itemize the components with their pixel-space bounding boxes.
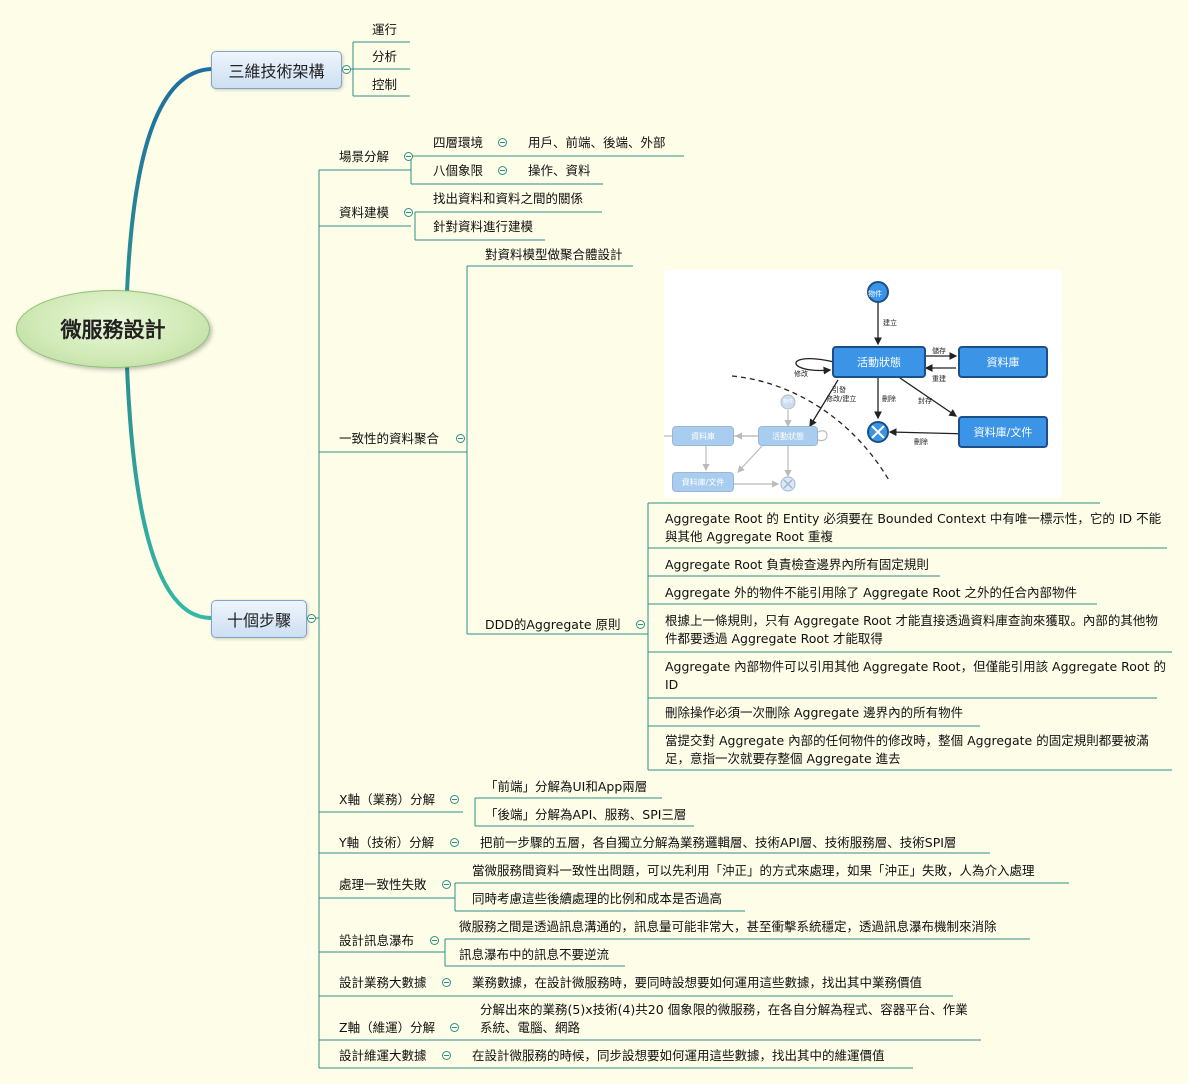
collapse-toggle-icon[interactable] <box>404 152 413 161</box>
collapse-toggle-icon[interactable] <box>636 620 645 629</box>
edge-label: 建立 <box>883 319 897 327</box>
diagram-ghost-active: 活動狀態 <box>758 426 818 446</box>
biz-data-detail[interactable]: 業務數據，在設計微服務時，要同時設想要如何運用這些數據，找出其中業務價值 <box>472 975 923 990</box>
collapse-toggle-icon[interactable] <box>498 166 507 175</box>
edge-label: 刪除 <box>914 438 928 446</box>
architecture-item[interactable]: 分析 <box>372 49 398 64</box>
collapse-toggle-icon[interactable] <box>404 208 413 217</box>
step-biz-data[interactable]: 設計業務大數據 <box>339 975 427 990</box>
collapse-toggle-icon[interactable] <box>456 434 465 443</box>
y-axis-detail[interactable]: 把前一步驟的五層，各自獨立分解為業務邏輯層、技術API層、技術服務層、技術SPI… <box>480 835 957 850</box>
scene-item[interactable]: 四層環境 <box>433 135 484 150</box>
waterfall-item[interactable]: 微服務之間是透過訊息溝通的，訊息量可能非常大，甚至衝擊系統穩定，透過訊息瀑布機制… <box>459 919 997 934</box>
ddd-principles[interactable]: DDD的Aggregate 原則 <box>485 617 621 632</box>
collapse-toggle-icon[interactable] <box>450 795 459 804</box>
aggregate-design[interactable]: 對資料模型做聚合體設計 <box>485 247 623 262</box>
step-consistency[interactable]: 處理一致性失敗 <box>339 877 427 892</box>
step-waterfall[interactable]: 設計訊息瀑布 <box>339 933 415 948</box>
collapse-toggle-icon[interactable] <box>442 880 451 889</box>
scene-item[interactable]: 八個象限 <box>433 163 484 178</box>
collapse-toggle-icon[interactable] <box>450 838 459 847</box>
edge-label: 封存 <box>918 397 932 405</box>
collapse-toggle-icon[interactable] <box>430 936 439 945</box>
edge-label: 儲存 <box>932 347 946 355</box>
ddd-rule[interactable]: Aggregate Root 的 Entity 必須要在 Bounded Con… <box>665 511 1162 544</box>
aggregate-state-diagram: 物件 活動狀態 資料庫 資料庫/文件 資料庫 活動狀態 資料庫/文件 物件 建立… <box>664 270 1062 498</box>
diagram-database-file: 資料庫/文件 <box>958 416 1048 448</box>
ddd-rule[interactable]: Aggregate 外的物件不能引用除了 Aggregate Root 之外的任… <box>665 585 1078 600</box>
consistency-item[interactable]: 當微服務間資料一致性出問題，可以先利用「沖正」的方式來處理，如果「沖正」失敗，人… <box>472 863 1035 878</box>
step-scene[interactable]: 場景分解 <box>339 149 390 164</box>
modeling-item[interactable]: 找出資料和資料之間的關係 <box>433 191 584 206</box>
steps-branches <box>319 169 467 1069</box>
topic-ten-steps[interactable]: 十個步驟 <box>211 600 307 638</box>
diagram-active-state: 活動狀態 <box>832 346 926 378</box>
step-modeling[interactable]: 資料建模 <box>339 205 390 220</box>
diagram-ghost-start-label: 物件 <box>783 399 794 405</box>
diagram-start-label: 物件 <box>868 290 882 298</box>
edge-label: 修改/建立 <box>826 395 857 403</box>
collapse-toggle-icon[interactable] <box>442 1051 451 1060</box>
waterfall-item[interactable]: 訊息瀑布中的訊息不要逆流 <box>459 947 610 962</box>
ops-data-detail[interactable]: 在設計微服務的時候，同步設想要如何運用這些數據，找出其中的維運價值 <box>472 1048 885 1063</box>
topic-architecture[interactable]: 三維技術架構 <box>211 51 342 89</box>
diagram-database: 資料庫 <box>958 346 1048 378</box>
x-axis-item[interactable]: 「後端」分解為API、服務、SPI三層 <box>485 807 687 822</box>
scene-detail[interactable]: 操作、資料 <box>528 163 591 178</box>
step-x-axis[interactable]: X軸（業務）分解 <box>339 792 436 807</box>
edge-label: 引發 <box>832 386 846 394</box>
collapse-toggle-icon[interactable] <box>342 65 351 74</box>
step-aggregate[interactable]: 一致性的資料聚合 <box>339 431 440 446</box>
step-z-axis[interactable]: Z軸（維運）分解 <box>339 1020 436 1035</box>
collapse-toggle-icon[interactable] <box>498 138 507 147</box>
z-axis-detail[interactable]: 分解出來的業務(5)x技術(4)共20 個象限的微服務，在各自分解為程式、容器平… <box>480 1002 968 1035</box>
diagram-ghost-database: 資料庫 <box>672 426 734 446</box>
diagram-ghost-db-file: 資料庫/文件 <box>672 472 734 492</box>
architecture-item[interactable]: 控制 <box>372 77 398 92</box>
x-axis-item[interactable]: 「前端」分解為UI和App兩層 <box>485 779 648 794</box>
collapse-toggle-icon[interactable] <box>450 1023 459 1032</box>
step-ops-data[interactable]: 設計維運大數據 <box>339 1048 427 1063</box>
collapse-toggle-icon[interactable] <box>442 978 451 987</box>
step-y-axis[interactable]: Y軸（技術）分解 <box>339 835 435 850</box>
edge-label: 重建 <box>932 375 946 383</box>
collapse-toggle-icon[interactable] <box>307 614 316 623</box>
edge-label: 刪除 <box>882 395 896 403</box>
scene-detail[interactable]: 用戶、前端、後端、外部 <box>528 135 666 150</box>
consistency-item[interactable]: 同時考慮這些後續處理的比例和成本是否過高 <box>472 891 723 906</box>
architecture-item[interactable]: 運行 <box>372 22 398 37</box>
root-to-architecture-curve <box>125 67 212 293</box>
ddd-rule[interactable]: Aggregate 內部物件可以引用其他 Aggregate Root，但僅能引… <box>665 659 1166 692</box>
ddd-rule[interactable]: 當提交對 Aggregate 內部的任何物件的修改時，整個 Aggregate … <box>665 733 1149 766</box>
root-to-steps-curve <box>125 365 212 620</box>
ddd-rule[interactable]: Aggregate Root 負責檢查邊界內所有固定規則 <box>665 557 929 572</box>
ddd-rule[interactable]: 根據上一條規則，只有 Aggregate Root 才能直接透過資料庫查詢來獲取… <box>665 613 1158 646</box>
modeling-item[interactable]: 針對資料進行建模 <box>433 219 534 234</box>
root-topic[interactable]: 微服務設計 <box>16 290 210 368</box>
edge-label: 修改 <box>794 370 808 378</box>
ddd-rule[interactable]: 刪除操作必須一次刪除 Aggregate 邊界內的所有物件 <box>665 705 964 720</box>
